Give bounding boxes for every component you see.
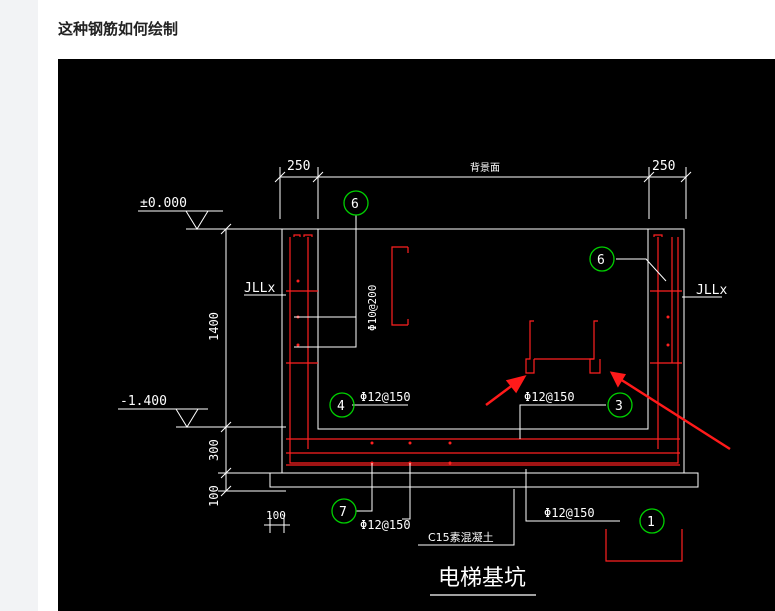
rebar-4-label: Φ12@150 — [360, 390, 411, 404]
callout-4: 4 — [337, 399, 345, 414]
jllx-leaders — [244, 294, 722, 298]
left-dimension — [218, 223, 286, 497]
bottom-dimension — [264, 515, 290, 533]
level-marker-bottom — [118, 408, 248, 428]
post-title: 这种钢筋如何绘制 — [58, 20, 179, 38]
dim-left-250: 250 — [287, 159, 310, 174]
post-panel: 这种钢筋如何绘制 250 250 背景面 — [38, 0, 775, 611]
dim-right-250: 250 — [652, 159, 675, 174]
callout-6a: 6 — [351, 197, 359, 212]
rebar-7-label: Φ12@150 — [360, 518, 411, 532]
cad-drawing-image[interactable]: 250 250 背景面 1400 300 100 — [58, 59, 775, 611]
dim-100-horizontal: 100 — [266, 509, 286, 522]
rebar-1-label: Φ12@150 — [544, 506, 595, 520]
level-bottom-label: -1.400 — [120, 394, 167, 409]
pit-outline — [269, 228, 699, 488]
callout-6b: 6 — [597, 253, 605, 268]
jllx-left-label: JLLx — [244, 281, 275, 296]
rebar-vertical-label: Φ10@200 — [366, 285, 379, 331]
dim-1400: 1400 — [207, 312, 221, 341]
rebar-3-label: Φ12@150 — [524, 390, 575, 404]
jllx-right-label: JLLx — [696, 283, 727, 298]
callout-1: 1 — [647, 515, 655, 530]
concrete-label: C15素混凝土 — [428, 530, 494, 544]
dim-300: 300 — [207, 439, 221, 461]
cad-svg: 250 250 背景面 1400 300 100 — [118, 159, 731, 596]
red-arrows — [485, 371, 731, 451]
dim-100-vertical: 100 — [207, 485, 221, 507]
callout-3: 3 — [615, 399, 623, 414]
level-top-label: ±0.000 — [140, 196, 187, 211]
callout-circles — [329, 190, 665, 534]
level-marker-top — [138, 210, 248, 230]
top-dimension — [274, 167, 692, 219]
callout-leaders — [294, 215, 667, 546]
rebar-red-lines — [286, 234, 683, 562]
dim-top-label: 背景面 — [470, 161, 500, 174]
callout-7: 7 — [339, 505, 347, 520]
drawing-caption: 电梯基坑 — [438, 566, 526, 591]
